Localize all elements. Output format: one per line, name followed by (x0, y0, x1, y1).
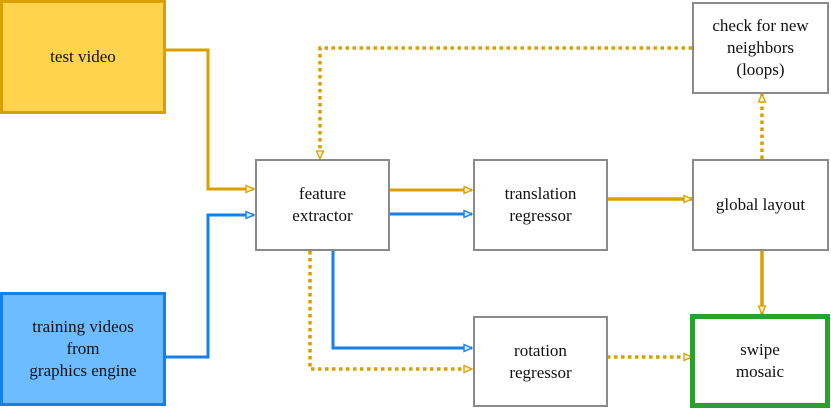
swipe-mosaic-label-line-1: swipe (740, 340, 780, 359)
global-layout-node: global layout (692, 159, 829, 251)
check-neighbors-node: check for new neighbors (loops) (692, 2, 829, 94)
feature-extractor-node: feature extractor (255, 159, 390, 251)
global-layout-label: global layout (715, 195, 806, 214)
translation-regressor-node: translation regressor (473, 159, 608, 251)
check-neighbors-label-line-3: (loops) (736, 60, 785, 79)
swipe-mosaic-label-line-2: mosaic (735, 362, 785, 381)
feature-extractor-label-line-1: feature (298, 184, 347, 203)
training-videos-node: training videos from graphics engine (0, 292, 166, 406)
test-video-label: test video (50, 47, 116, 66)
edge-training-videos-to-feature-extractor (165, 215, 254, 359)
training-videos-label-line-3: graphics engine (29, 361, 137, 380)
edge-check-neighbors-to-feature-extractor (320, 46, 692, 159)
rotation-regressor-label-line-2: regressor (509, 362, 572, 382)
rotation-regressor-node: rotation regressor (473, 316, 608, 407)
edge-test-video-to-feature-extractor (165, 48, 254, 189)
edge-feature-to-rotation-test (308, 251, 472, 369)
translation-regressor-label-line-1: translation (504, 184, 577, 203)
rotation-regressor-label-line-1: rotation (514, 340, 567, 360)
check-neighbors-label-line-2: neighbors (726, 38, 795, 57)
training-videos-label-line-2: from (66, 339, 100, 358)
check-neighbors-label-line-1: check for new (712, 16, 809, 35)
translation-regressor-label-line-2: regressor (509, 206, 572, 225)
edge-feature-to-rotation-train (331, 251, 472, 348)
training-videos-label-line-1: training videos (32, 317, 134, 336)
feature-extractor-label-line-2: extractor (292, 206, 353, 225)
test-video-node: test video (0, 0, 166, 114)
swipe-mosaic-node: swipe mosaic (690, 314, 830, 408)
